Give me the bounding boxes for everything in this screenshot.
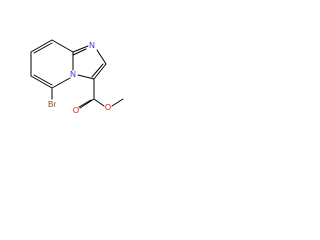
atom-label-bromine: Br <box>48 100 56 109</box>
bond <box>72 48 87 56</box>
bond <box>72 45 89 53</box>
bond <box>33 42 53 54</box>
bond <box>51 39 74 53</box>
atom-label-oxygen-carbonyl: O <box>73 106 79 115</box>
bond <box>111 98 124 107</box>
bond <box>30 39 53 53</box>
bond <box>93 98 105 107</box>
bond <box>30 75 53 89</box>
atom-label-oxygen-ester: O <box>105 103 111 112</box>
bonds <box>30 39 124 109</box>
bond <box>96 49 107 65</box>
atom-label-n-imidazole: N <box>89 41 95 50</box>
atom-label-n-bridge: N <box>70 70 76 79</box>
bond <box>93 63 107 80</box>
bond <box>51 77 71 89</box>
molecule-structure: N N Br O O <box>30 39 124 115</box>
bond <box>79 98 95 109</box>
bond <box>91 63 104 78</box>
bond <box>77 74 95 80</box>
bond <box>33 74 53 86</box>
bond <box>78 99 92 108</box>
